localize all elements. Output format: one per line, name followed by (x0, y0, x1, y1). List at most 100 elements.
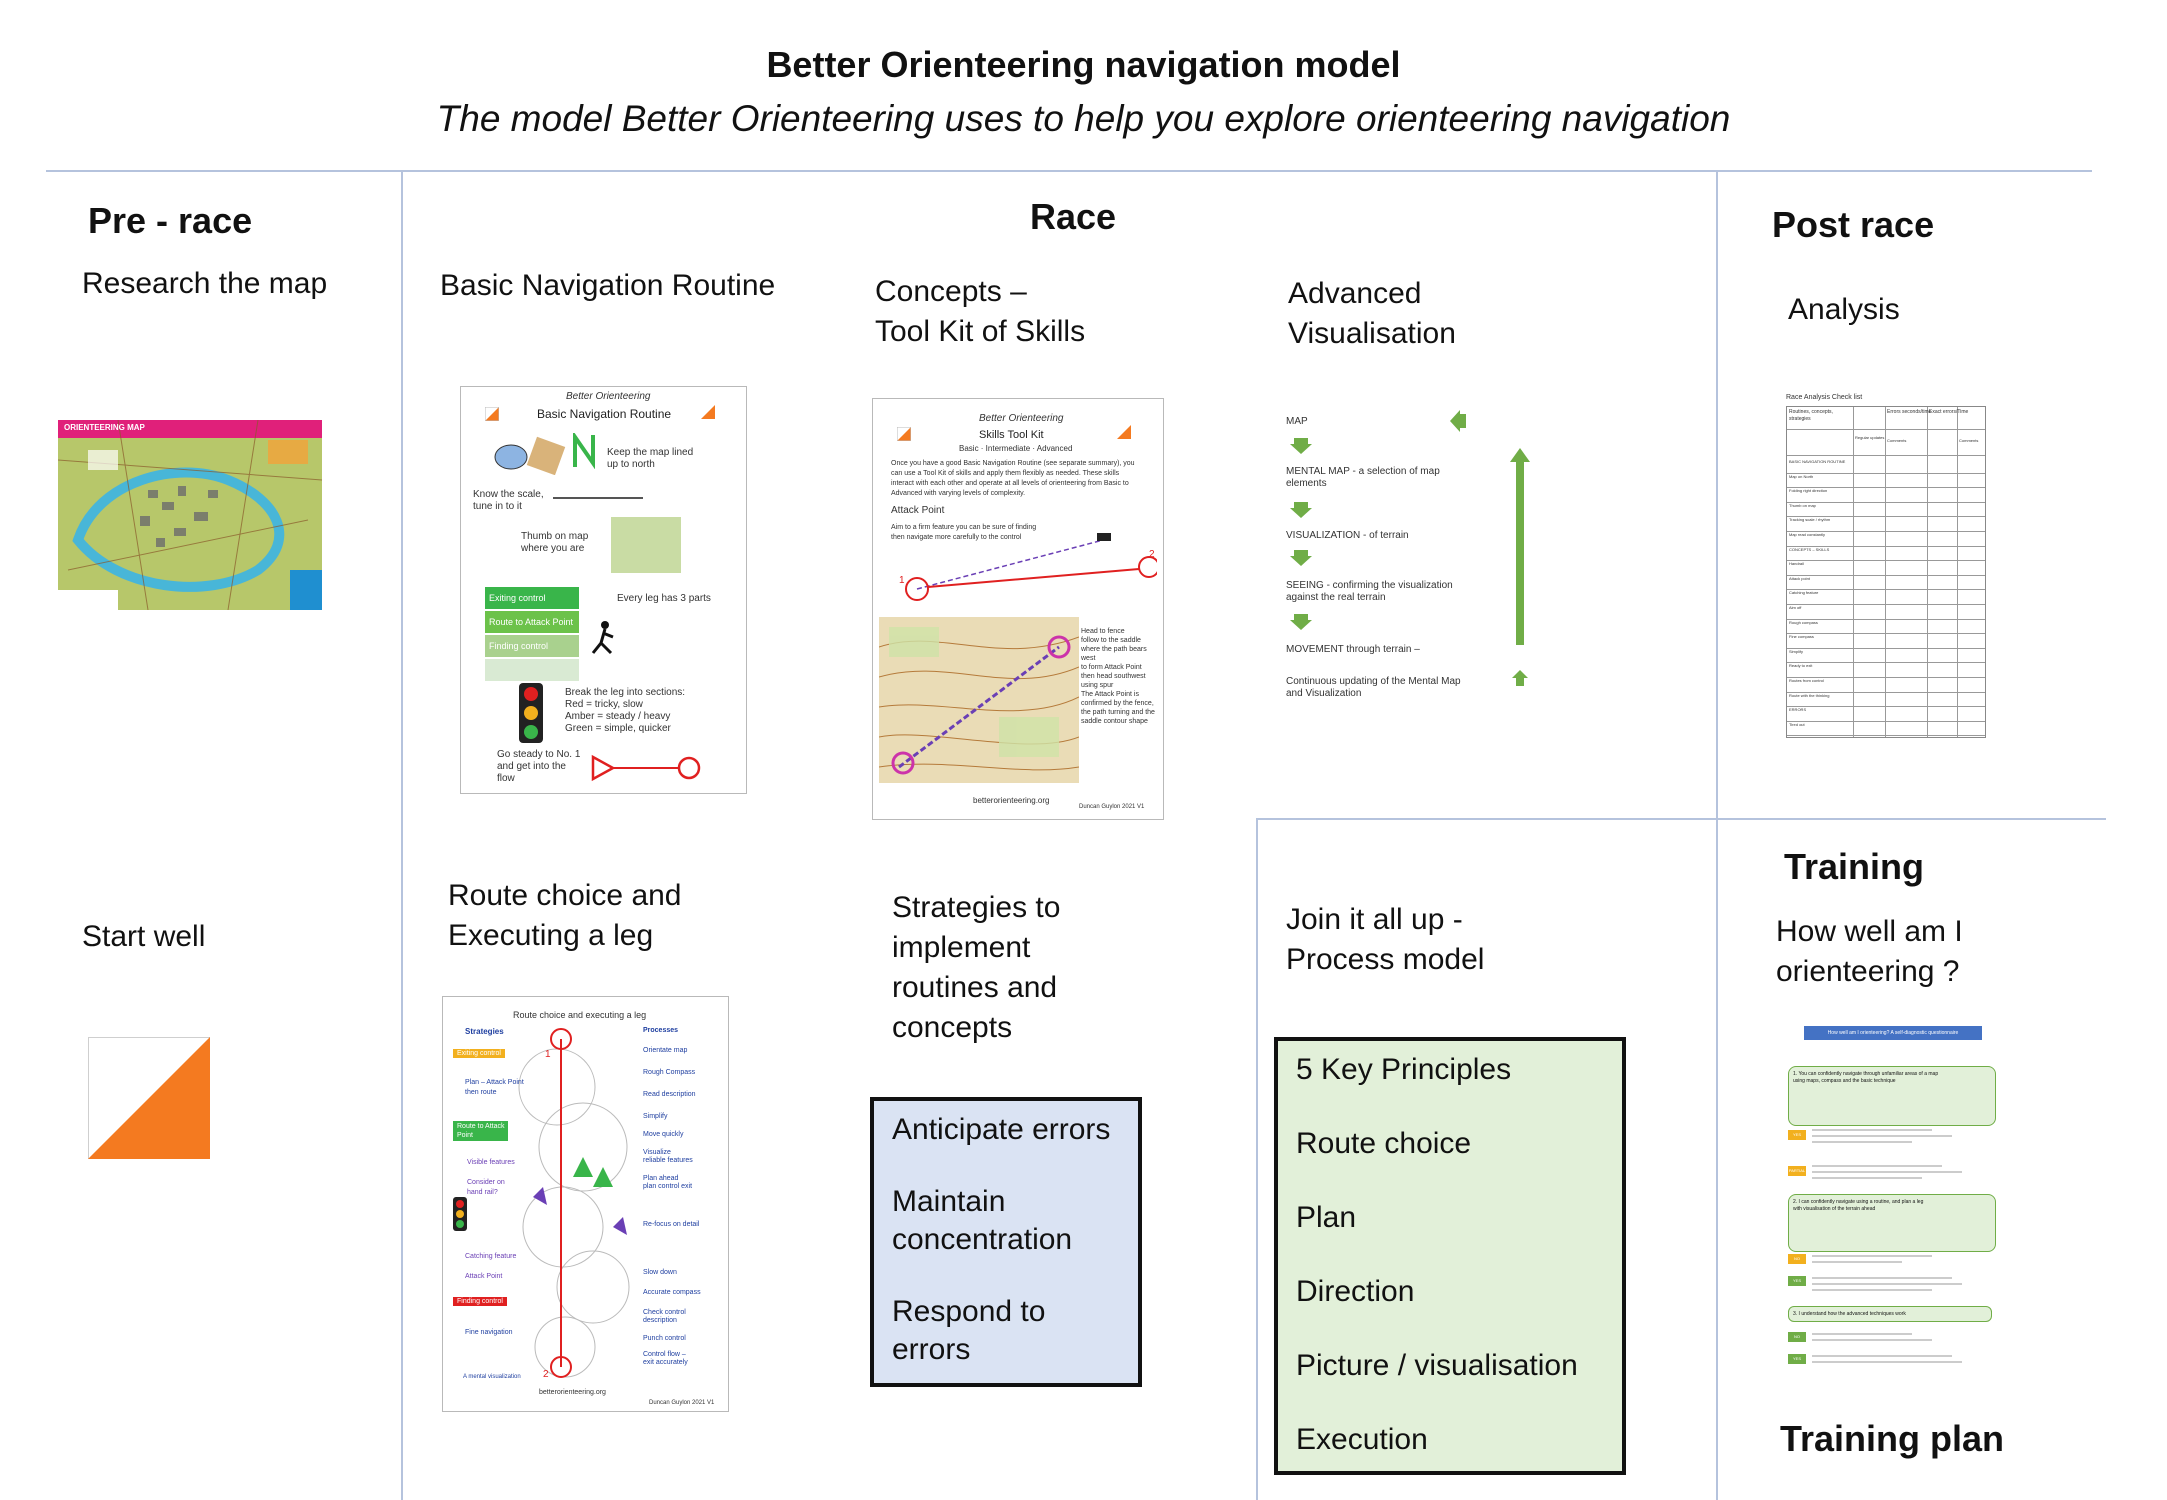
route-strategies: Strategies (465, 1027, 504, 1036)
bnr-thumb: Thumb on map where you are (521, 531, 588, 555)
principle-route: Route choice (1296, 1127, 1472, 1160)
level-tag-3: NO (1788, 1254, 1806, 1264)
analysis-row: Map on North (1789, 473, 1814, 479)
questionnaire-q3: 3. I understand how the advanced techniq… (1788, 1306, 1992, 1322)
route-choice-document[interactable]: Route choice and executing a leg 1 2 Str… (442, 996, 729, 1412)
bnr-document[interactable]: Better Orienteering Basic Navigation Rou… (460, 386, 747, 794)
postrace-heading: Post race (1772, 204, 1935, 245)
analysis-label: Analysis (1788, 293, 1900, 326)
analysis-row-line (1787, 662, 1985, 664)
route-right-2: Rough Compass (643, 1069, 696, 1076)
route-choice-label: Route choice and Executing a leg (448, 876, 682, 956)
bnr-break: Break the leg into sections: Red = trick… (565, 687, 685, 735)
adv-step-seeing-2: against the real terrain (1286, 592, 1386, 603)
analysis-row: Routes from control (1789, 678, 1824, 683)
analysis-row-line (1787, 531, 1985, 532)
route-right-6: Visualize (643, 1149, 671, 1156)
adv-step-visual: VISUALIZATION - of terrain (1286, 530, 1409, 541)
strategies-label: Strategies to implement routines and con… (892, 888, 1060, 1048)
analysis-checklist-document[interactable]: Race Analysis Check list Routines, conce… (1784, 392, 1988, 744)
advanced-visualisation-diagram[interactable]: MAP MENTAL MAP - a selection of map elem… (1286, 410, 1576, 720)
route-line-1: Route choice and (448, 879, 682, 912)
join-label: Join it all up - Process model (1286, 900, 1484, 980)
route-right-0: Processes (643, 1027, 679, 1034)
route-doc-title: Route choice and executing a leg (513, 1010, 647, 1020)
principles-box: 5 Key Principles Route choice Plan Direc… (1274, 1037, 1626, 1475)
q1-line-1: 1. You can confidently navigate through … (1793, 1071, 1939, 1077)
north-arrow-icon (573, 433, 595, 469)
analysis-row-line (1787, 720, 1985, 722)
principle-heading: 5 Key Principles (1296, 1053, 1512, 1086)
bnr-keep: Keep the map lined up to north (607, 447, 693, 471)
analysis-sub-1: Comments (1887, 438, 1907, 443)
adv-step-map: MAP (1286, 416, 1308, 427)
skills-doc-title: Skills Tool Kit (979, 429, 1044, 441)
analysis-row: ERRORS (1789, 707, 1807, 713)
orienteering-map-thumbnail[interactable]: ORIENTEERING MAP (58, 420, 322, 610)
analysis-row-line (1787, 501, 1985, 503)
skills-author: Duncan Guylon 2021 V1 (1079, 804, 1145, 810)
skills-document[interactable]: Better Orienteering Skills Tool Kit Basi… (872, 398, 1164, 820)
route-leg-diagram: 1 2 (518, 1028, 630, 1380)
analysis-table: Routines, concepts, strategies Errors se… (1786, 406, 1986, 738)
svg-text:1: 1 (545, 1049, 551, 1060)
skills-side-3: where the path bears west (1081, 646, 1147, 662)
analysis-row-line (1787, 589, 1985, 591)
principle-execution: Execution (1296, 1423, 1428, 1456)
analysis-row: Tired out (1789, 721, 1805, 727)
analysis-row-line (1787, 633, 1985, 635)
skills-intro-2: can use a Tool Kit of skills and apply t… (891, 470, 1120, 477)
analysis-sub-0: Regular updates (1855, 435, 1885, 440)
training-questionnaire-document[interactable]: How well am I orienteering? A self-diagn… (1782, 1026, 1998, 1378)
runner-icon (591, 621, 614, 655)
adv-step-mental-2: elements (1286, 478, 1327, 489)
q2-line-2: with visualisation of the terrain ahead (1793, 1206, 1876, 1212)
skills-side-9: The Attack Point is (1081, 691, 1139, 698)
route-visible: Visible features (467, 1159, 515, 1166)
analysis-row: Attack point (1789, 575, 1810, 581)
analysis-row-line (1787, 604, 1985, 605)
compass-icon (494, 436, 566, 475)
route-right-4: Simplify (643, 1113, 668, 1120)
strategy-maintain-1: Maintain (892, 1185, 1006, 1218)
analysis-row-line (1787, 545, 1985, 547)
analysis-row: Aim off (1789, 605, 1802, 610)
principle-direction: Direction (1296, 1275, 1415, 1308)
analysis-row: CONCEPTS – SKILLS (1789, 546, 1830, 552)
analysis-title: Race Analysis Check list (1786, 394, 1863, 401)
questionnaire-q2: 2. I can confidently navigate using a ro… (1788, 1194, 1996, 1252)
advanced-line-2: Visualisation (1288, 317, 1456, 350)
analysis-row: Fine compass (1789, 634, 1814, 640)
level-tag-2: PARTIAL (1788, 1166, 1806, 1176)
route-right-14: description (643, 1317, 677, 1324)
concepts-label: Concepts – Tool Kit of Skills (875, 272, 1085, 352)
skills-levels: Basic · Intermediate · Advanced (959, 444, 1073, 453)
join-line-2: Process model (1286, 943, 1485, 976)
route-plan-1: Plan – Attack Point (465, 1079, 524, 1086)
principle-picture: Picture / visualisation (1296, 1349, 1578, 1382)
bnr-go-1: Go steady to No. 1 (497, 749, 581, 760)
orienteering-flag-icon (485, 407, 499, 421)
svg-text:1: 1 (899, 575, 905, 586)
route-right-16: Control flow – (643, 1351, 686, 1358)
analysis-row: BASIC NAVIGATION ROUTINE (1789, 459, 1846, 464)
divider-join (1258, 818, 1718, 820)
route-attack-point: Attack Point (465, 1273, 503, 1280)
skills-footer: betterorienteering.org (973, 796, 1050, 805)
skills-attack: Attack Point (891, 505, 945, 516)
skills-side-1: Head to fence (1081, 628, 1125, 635)
analysis-row: Handrail (1789, 561, 1804, 567)
analysis-row-line (1787, 677, 1985, 678)
orienteering-flag-icon (1117, 425, 1131, 439)
analysis-row-line (1787, 691, 1985, 693)
analysis-row: Simplify (1789, 648, 1804, 654)
analysis-row-line (1787, 487, 1985, 489)
analysis-row-line (1787, 560, 1985, 562)
skills-side-11: the path turning and the (1081, 709, 1155, 716)
analysis-row-line (1787, 618, 1985, 620)
skills-map-snippet (879, 617, 1079, 783)
route-right-15: Punch control (643, 1335, 686, 1342)
adv-step-movement: MOVEMENT through terrain – (1286, 644, 1420, 655)
strategies-box: Anticipate errors Maintain concentration… (870, 1097, 1142, 1387)
divider-prerace-race (401, 170, 403, 1500)
